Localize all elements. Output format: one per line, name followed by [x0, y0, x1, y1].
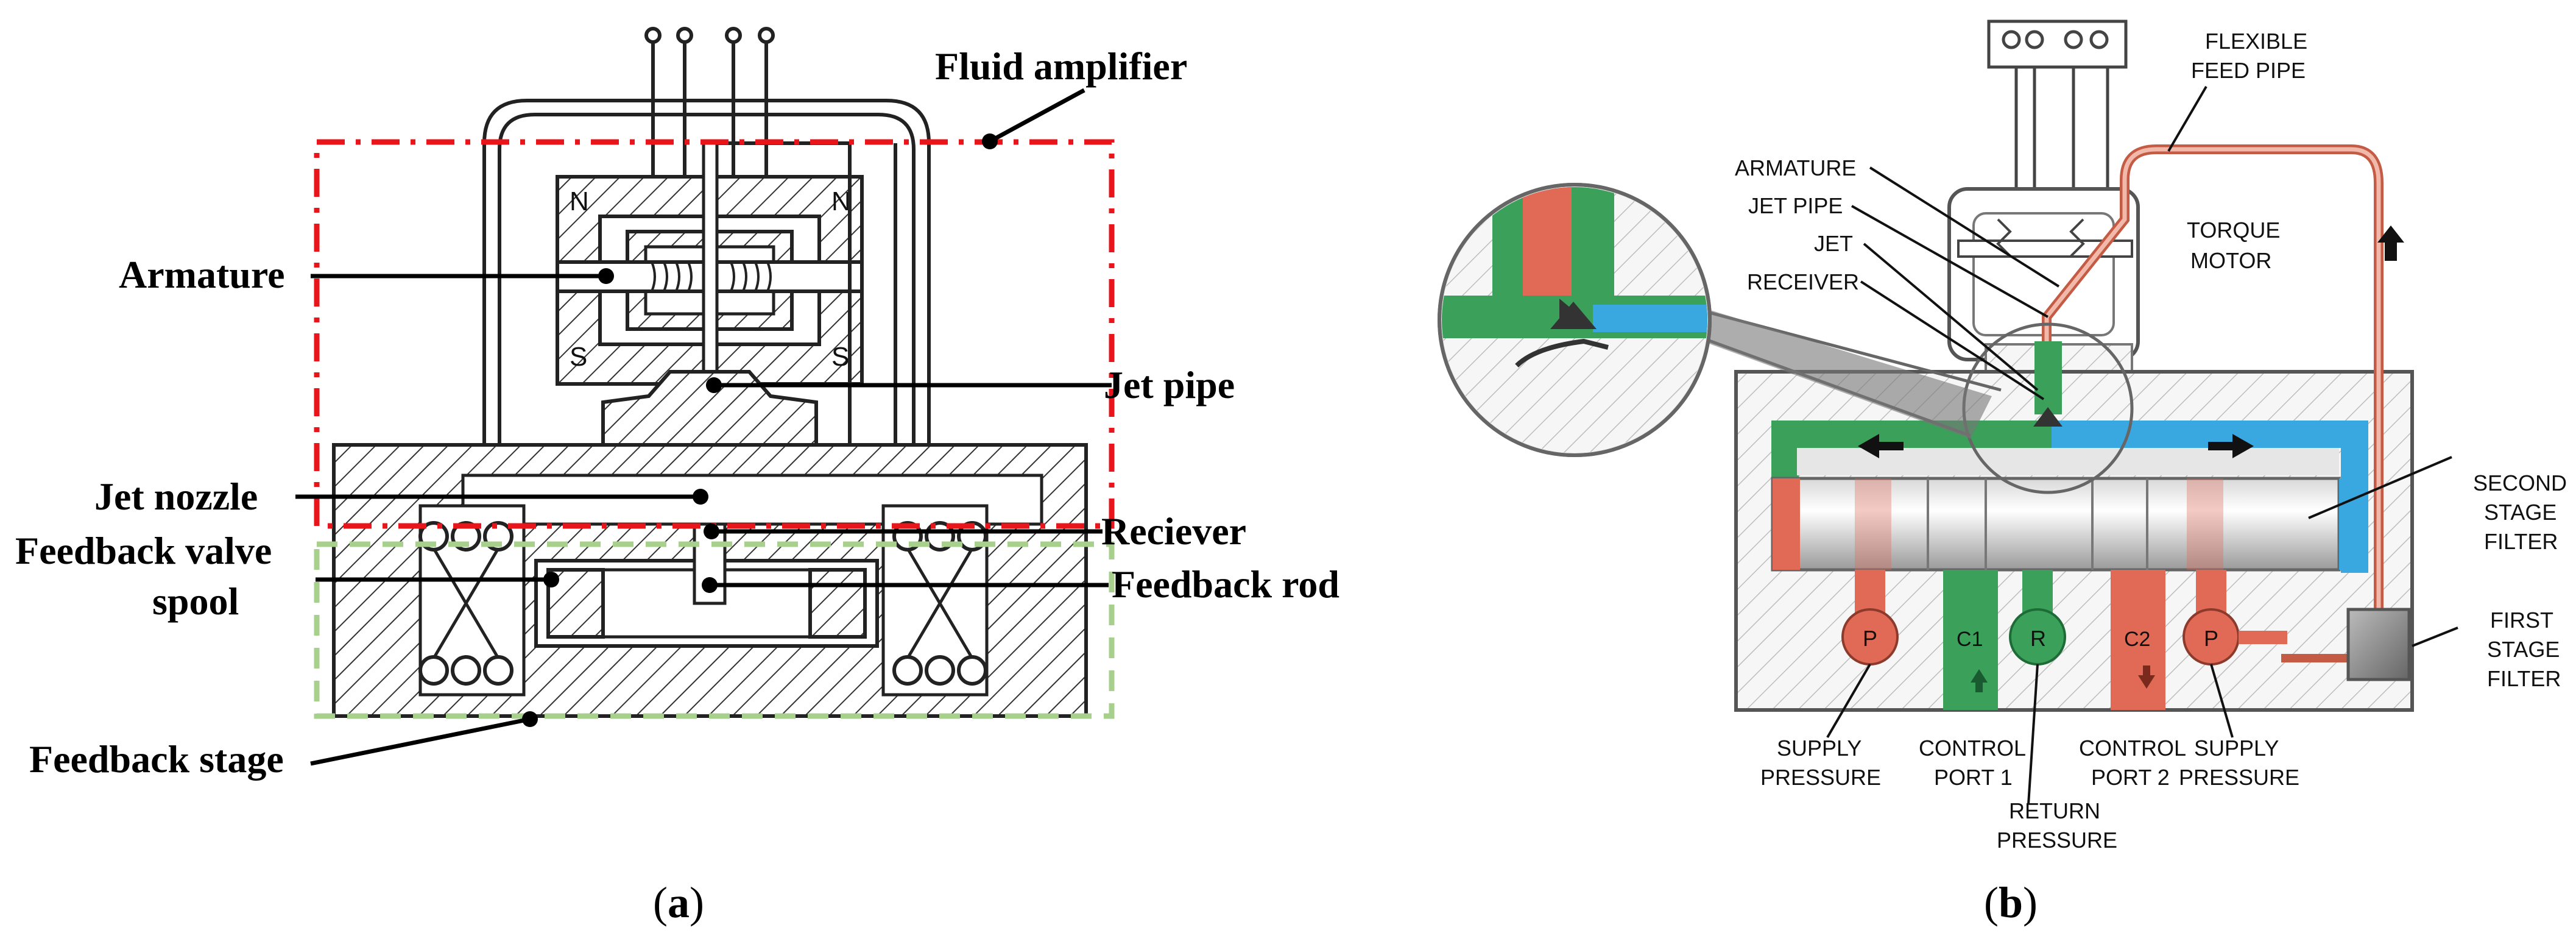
label-first-stage-filter-3: FILTER: [2487, 666, 2561, 691]
ports: [1841, 570, 2287, 710]
label-supply-pressure-right-1: SUPPLY: [2194, 736, 2279, 761]
port-p-left: P: [1863, 626, 1877, 651]
svg-text:(a): (a): [653, 878, 704, 927]
label-return-pressure-2: PRESSURE: [1997, 828, 2117, 853]
label-first-stage-filter-2: STAGE: [2487, 637, 2560, 662]
label-control-port-2-1: CONTROL: [2079, 736, 2186, 761]
magnet-s-left: S: [570, 342, 587, 372]
label-feedback-rod: Feedback rod: [1112, 562, 1339, 606]
label-armature: Armature: [119, 253, 285, 296]
caption-a: a: [668, 878, 690, 927]
label-supply-pressure-right-2: PRESSURE: [2179, 765, 2299, 790]
label-return-pressure-1: RETURN: [2009, 798, 2100, 823]
label-jet-b: JET: [1814, 231, 1853, 256]
port-c2: C2: [2124, 628, 2150, 651]
port-c1: C1: [1957, 628, 1983, 651]
panel-a: N N S S: [15, 27, 1339, 927]
port-c1-channel: [1943, 570, 1998, 710]
label-torque-motor-2: MOTOR: [2190, 248, 2271, 273]
magnet-s-right: S: [831, 342, 849, 372]
label-receiver: Reciever: [1101, 509, 1246, 553]
label-flexible-feed-pipe-1: FLEXIBLE: [2205, 29, 2307, 54]
caption-b: b: [1999, 878, 2023, 927]
port-p-right: P: [2204, 626, 2218, 651]
label-control-port-2-2: PORT 2: [2091, 765, 2170, 790]
leaders-a: [295, 88, 1112, 766]
label-feedback-valve-spool-1: Feedback valve: [15, 529, 272, 572]
label-jet-nozzle: Jet nozzle: [94, 475, 258, 518]
magnet-n-right: N: [831, 186, 851, 216]
label-supply-pressure-left-1: SUPPLY: [1777, 736, 1861, 761]
label-feedback-stage: Feedback stage: [29, 737, 284, 781]
label-control-port-1-1: CONTROL: [1919, 736, 2026, 761]
magnet-n-left: N: [570, 186, 589, 216]
feedback-stage-box: [314, 541, 1115, 719]
flow-arrow-left: [1858, 434, 1904, 458]
label-feedback-valve-spool-2: spool: [152, 580, 239, 623]
port-r: R: [2030, 626, 2046, 651]
label-torque-motor-1: TORQUE: [2187, 218, 2280, 243]
label-control-port-1-2: PORT 1: [1934, 765, 2013, 790]
label-armature-b: ARMATURE: [1735, 155, 1856, 180]
spool-b: [1771, 477, 2363, 572]
flow-arrow-right: [2208, 434, 2254, 458]
label-flexible-feed-pipe-2: FEED PIPE: [2191, 58, 2306, 83]
flow-arrow-up: [2377, 225, 2404, 261]
label-first-stage-filter-1: FIRST: [2490, 608, 2553, 633]
return-channel: [1771, 421, 2052, 448]
label-second-stage-filter-2: STAGE: [2484, 500, 2557, 525]
magnified-detail: [1438, 183, 2002, 457]
label-second-stage-filter-3: FILTER: [2484, 529, 2558, 554]
terminal-wires: [644, 27, 775, 183]
label-receiver-b: RECEIVER: [1747, 269, 1859, 294]
valve-body: [332, 443, 1088, 718]
label-second-stage-filter-1: SECOND: [2473, 470, 2567, 495]
svg-text:(b): (b): [1984, 878, 2038, 927]
label-jet-pipe: Jet pipe: [1104, 363, 1235, 406]
label-supply-pressure-left-2: PRESSURE: [1760, 765, 1881, 790]
label-jet-pipe-b: JET PIPE: [1748, 193, 1843, 218]
first-stage-filter: [2346, 608, 2411, 681]
label-fluid-amplifier: Fluid amplifier: [935, 44, 1187, 88]
leaders-b: [1826, 85, 2458, 805]
panel-b: P C1 R C2 P: [1438, 20, 2567, 927]
motor-cover: [482, 99, 931, 444]
port-c2-channel: [2111, 570, 2165, 710]
